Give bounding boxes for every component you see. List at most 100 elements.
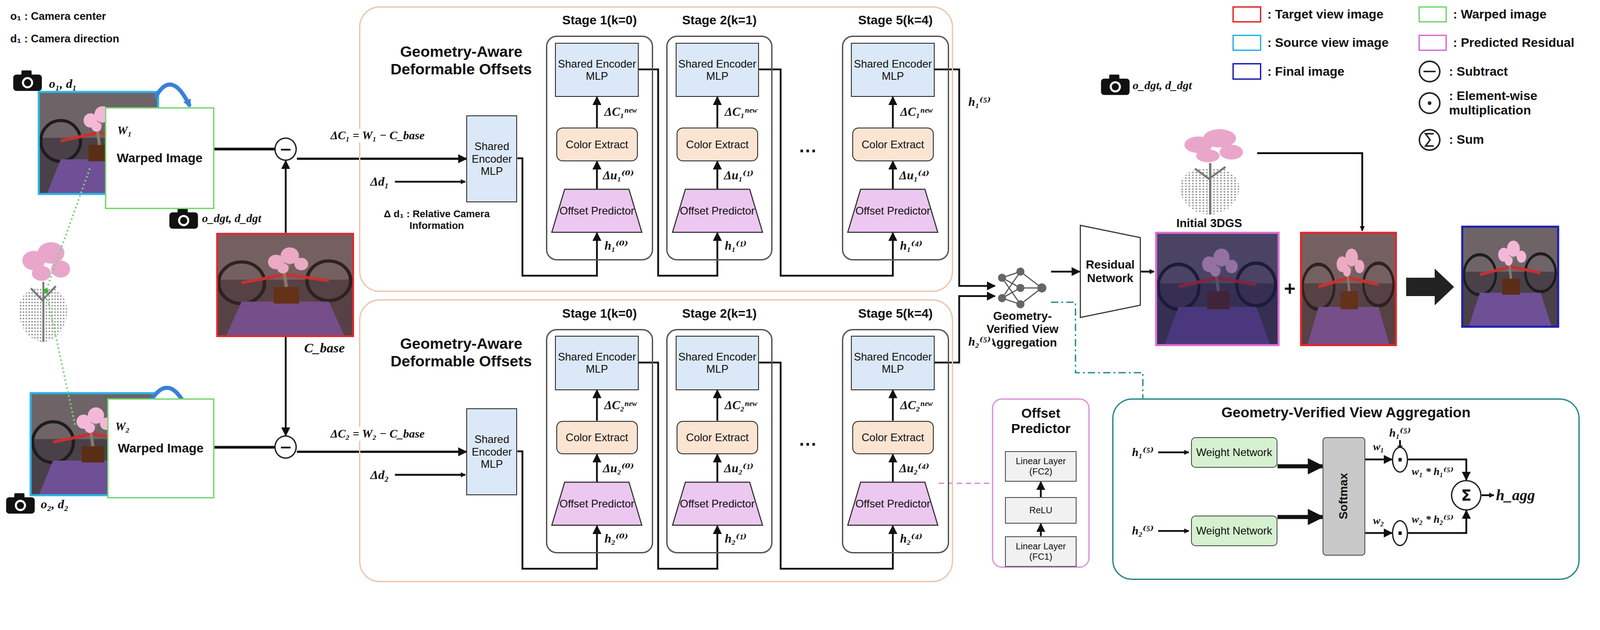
point-cloud-left bbox=[18, 168, 90, 427]
stage-box: Stage 1(k=0)Shared Encoder MLPColor Extr… bbox=[545, 35, 654, 260]
target-image: C_base bbox=[216, 232, 355, 337]
operator-symbol: · bbox=[1396, 450, 1404, 469]
annotation-label: W₁ bbox=[117, 123, 132, 138]
annotation-label: h₁⁽⁵⁾ bbox=[1131, 445, 1154, 460]
panel-title: Geometry-Aware Deformable Offsets bbox=[379, 334, 543, 370]
connector bbox=[1365, 531, 1392, 534]
annotation-label: Initial 3DGS bbox=[1176, 216, 1242, 231]
annotation-label: Δ d₁ : Relative Camera Information bbox=[373, 208, 500, 232]
connector bbox=[214, 147, 275, 151]
operator-symbol: − bbox=[279, 141, 293, 157]
legend-text: : Element-wise multiplication bbox=[1449, 88, 1577, 118]
operator-symbol: · bbox=[1396, 523, 1404, 542]
box-label: Color Extract bbox=[686, 138, 749, 151]
edge-label: h₂⁽¹⁾ bbox=[723, 531, 749, 546]
annotation-label: Δd₂ bbox=[370, 467, 389, 482]
warped-image-box: Warped Image bbox=[104, 107, 214, 210]
stage-box: Stage 5(k=4)Shared Encoder MLPColor Extr… bbox=[841, 35, 950, 260]
layer-box: Linear Layer (FC2) bbox=[1004, 450, 1077, 482]
legend-swatch bbox=[1232, 34, 1261, 51]
annotation-label: ··· bbox=[799, 433, 818, 455]
box-label: Offset Predictor bbox=[559, 204, 635, 218]
connector bbox=[716, 96, 719, 128]
connector bbox=[595, 390, 598, 421]
legend-text: : Source view image bbox=[1267, 35, 1389, 50]
outline-shape bbox=[847, 189, 938, 232]
annotation-label: ··· bbox=[799, 140, 818, 162]
layer-box: ReLU bbox=[1004, 496, 1077, 524]
edge-label: h₂⁽⁰⁾ bbox=[603, 531, 630, 546]
target-image-base bbox=[216, 232, 355, 337]
edge-label: h₁⁽⁰⁾ bbox=[603, 239, 630, 254]
box-label: Warped Image bbox=[116, 150, 203, 166]
connector bbox=[891, 161, 894, 189]
offset-predictor-trapezoid: Offset Predictor bbox=[846, 481, 939, 526]
connector bbox=[284, 160, 287, 233]
stage-heading: Stage 5(k=4) bbox=[841, 13, 950, 28]
legend-text: : Warped image bbox=[1453, 7, 1547, 22]
outline-shape bbox=[551, 189, 642, 232]
edge-label: w₂ bbox=[1371, 514, 1386, 528]
box-label: Shared Encoder MLP bbox=[467, 432, 517, 471]
encoder-box: Shared Encoder MLP bbox=[466, 115, 518, 203]
edge-label: ΔC₂ = W₂ − C_base bbox=[329, 427, 427, 441]
connector bbox=[891, 96, 894, 128]
layer-box: Linear Layer (FC1) bbox=[1004, 536, 1077, 567]
legend-text: : Subtract bbox=[1449, 64, 1509, 79]
box-label: Shared Encoder MLP bbox=[467, 140, 517, 178]
box-label: Shared Encoder MLP bbox=[676, 57, 759, 83]
stage-box: Stage 2(k=1)Shared Encoder MLPColor Extr… bbox=[666, 328, 773, 554]
operator-symbol: − bbox=[279, 439, 293, 455]
box-label: Offset Predictor bbox=[679, 204, 755, 218]
box-label: Weight Network bbox=[1195, 445, 1273, 459]
stage-heading: Stage 1(k=0) bbox=[545, 306, 654, 321]
box-label: Color Extract bbox=[861, 431, 925, 444]
weight-network-box: Weight Network bbox=[1190, 515, 1278, 546]
edge-label: h₁⁽¹⁾ bbox=[723, 239, 749, 254]
edge-label: ΔC₁ⁿᵉʷ bbox=[723, 105, 759, 120]
color-extract-box: Color Extract bbox=[676, 420, 759, 455]
connector bbox=[1050, 270, 1080, 273]
edge-label: Δu₁⁽⁰⁾ bbox=[601, 168, 636, 183]
box-label: Weight Network bbox=[1195, 524, 1273, 537]
connector bbox=[595, 161, 598, 189]
connector bbox=[1050, 302, 1143, 399]
weight-network-box: Weight Network bbox=[1190, 436, 1278, 468]
offset-predictor-trapezoid: Offset Predictor bbox=[846, 188, 939, 233]
residual-network-trapezoid: Residual Network bbox=[1079, 224, 1141, 319]
box-label: Color Extract bbox=[565, 431, 629, 444]
offset-predictor-trapezoid: Offset Predictor bbox=[671, 481, 764, 526]
annotation-label: d₁ : Camera direction bbox=[10, 32, 120, 46]
initial-3dgs bbox=[1179, 129, 1363, 231]
edge-label: h₂⁽⁵⁾ bbox=[967, 335, 993, 350]
annotation-label: o_dgt, d_dgt bbox=[202, 211, 262, 226]
edge-label: w₂ * h₂⁽⁵⁾ bbox=[1410, 513, 1455, 526]
connector bbox=[934, 295, 996, 363]
annotation-label: W₂ bbox=[115, 419, 130, 434]
module-panel: Geometry-Aware Deformable OffsetsShared … bbox=[359, 299, 953, 582]
legend-text: : Target view image bbox=[1267, 7, 1384, 22]
color-extract-box: Color Extract bbox=[852, 127, 934, 162]
color-extract-box: Color Extract bbox=[556, 127, 638, 162]
connector bbox=[716, 161, 719, 189]
detail-panel: Offset PredictorLinear Layer (FC2)ReLULi… bbox=[991, 398, 1090, 568]
box-label: Linear Layer (FC2) bbox=[1005, 455, 1076, 477]
edge-label: h₁⁽⁵⁾ bbox=[967, 95, 993, 110]
connector bbox=[1365, 458, 1392, 461]
connector bbox=[214, 445, 275, 449]
stage-heading: Stage 2(k=1) bbox=[666, 306, 773, 321]
offset-predictor-trapezoid: Offset Predictor bbox=[671, 188, 764, 233]
annotation-label: o_dgt, d_dgt bbox=[1132, 78, 1192, 93]
box-label: Shared Encoder MLP bbox=[555, 350, 638, 376]
outline-shape bbox=[672, 189, 763, 232]
legend-symbols bbox=[1419, 61, 1440, 150]
connector bbox=[595, 96, 598, 128]
sum-circle: Σ bbox=[1450, 479, 1482, 511]
legend-text: : Predicted Residual bbox=[1453, 35, 1575, 50]
aggregation-node: Geometry-Verified View Aggregation bbox=[995, 267, 1052, 309]
box-label: Warped Image bbox=[118, 440, 204, 456]
stage-box: Stage 1(k=0)Shared Encoder MLPColor Extr… bbox=[545, 328, 654, 554]
box-label: Shared Encoder MLP bbox=[555, 57, 638, 83]
connector bbox=[595, 454, 598, 482]
outline-shape bbox=[672, 481, 763, 525]
